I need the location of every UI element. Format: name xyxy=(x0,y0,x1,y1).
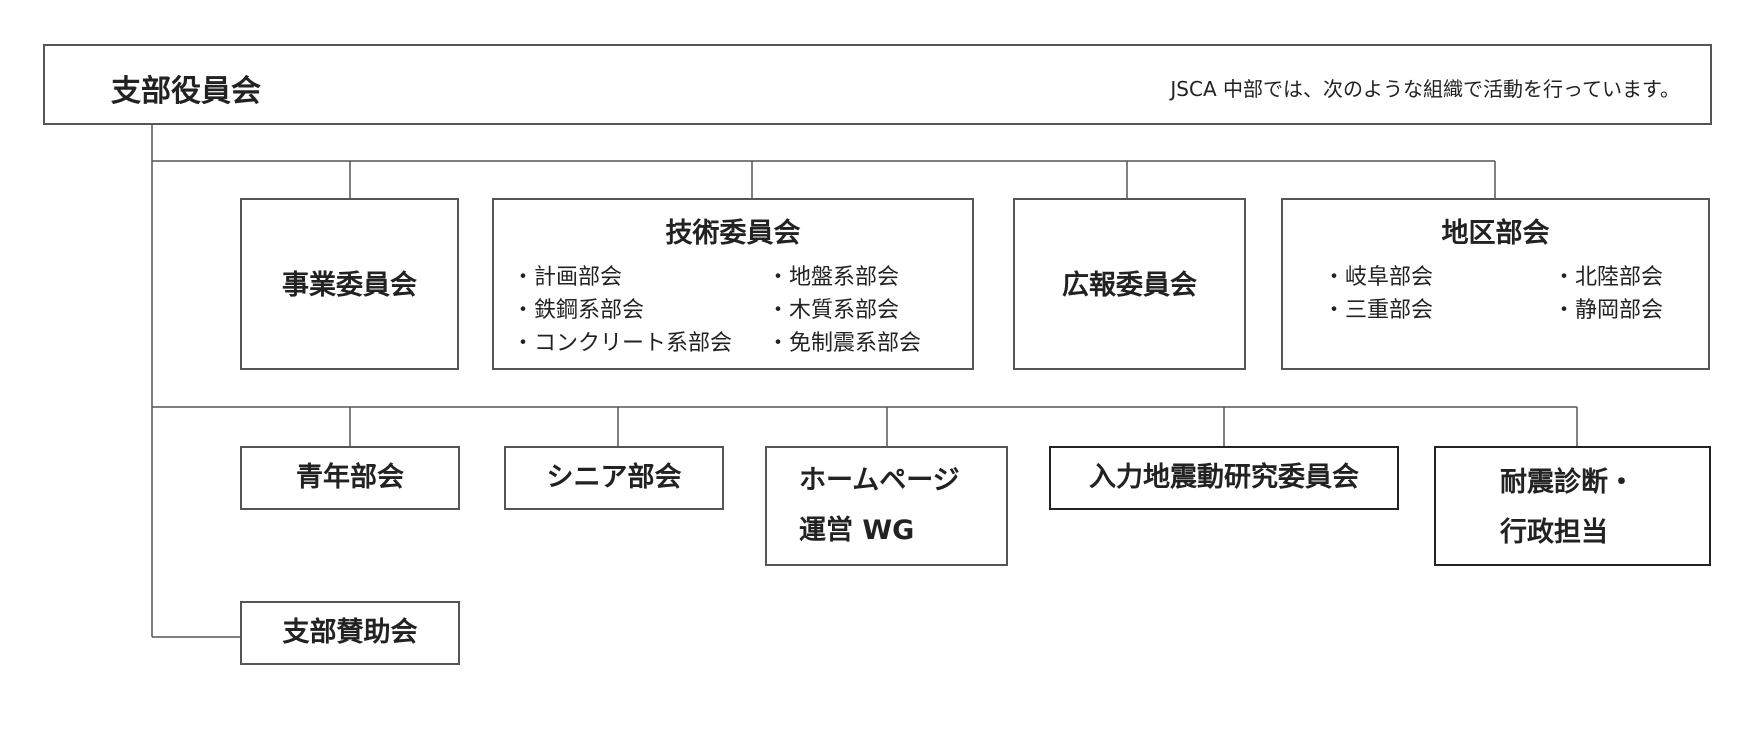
sub-item: ・コンクリート系部会 xyxy=(512,331,733,356)
sanjo-kai-title: 支部賛助会 xyxy=(282,617,418,648)
sub-item: ・静岡部会 xyxy=(1553,298,1664,323)
seinen-bukai-box: 青年部会 xyxy=(240,446,460,510)
koho-committee-title: 広報委員会 xyxy=(1062,270,1197,301)
nyuryoku-committee-title: 入力地震動研究委員会 xyxy=(1089,462,1359,493)
taishin-box: 耐震診断・ 行政担当 xyxy=(1434,446,1711,566)
gijutsu-sub-right: ・地盤系部会 ・木質系部会 ・免制震系部会 xyxy=(767,261,921,360)
jigyo-committee-title: 事業委員会 xyxy=(282,270,417,301)
title-line: 耐震診断・ xyxy=(1500,467,1635,498)
gijutsu-sub-left: ・計画部会 ・鉄鋼系部会 ・コンクリート系部会 xyxy=(512,261,732,360)
sanjo-kai-box: 支部賛助会 xyxy=(240,601,460,665)
chiku-bukai-title: 地区部会 xyxy=(1441,218,1550,249)
sub-item: ・木質系部会 xyxy=(767,298,900,323)
chiku-bukai-box: 地区部会 ・岐阜部会 ・三重部会 ・北陸部会 ・静岡部会 xyxy=(1281,198,1710,370)
board-box: 支部役員会 JSCA 中部では、次のような組織で活動を行っています。 xyxy=(43,44,1712,125)
jigyo-committee-box: 事業委員会 xyxy=(240,198,459,370)
seinen-bukai-title: 青年部会 xyxy=(296,462,404,493)
sub-item: ・鉄鋼系部会 xyxy=(512,298,645,323)
taishin-title: 耐震診断・ 行政担当 xyxy=(1500,458,1709,558)
nyuryoku-committee-box: 入力地震動研究委員会 xyxy=(1049,446,1399,510)
intro-note: JSCA 中部では、次のような組織で活動を行っています。 xyxy=(1170,77,1680,101)
senior-bukai-box: シニア部会 xyxy=(504,446,724,510)
senior-bukai-title: シニア部会 xyxy=(546,462,682,493)
board-title: 支部役員会 xyxy=(111,74,261,109)
sub-item: ・免制震系部会 xyxy=(767,331,922,356)
title-line: 運営 WG xyxy=(799,515,915,546)
homepage-wg-box: ホームページ 運営 WG xyxy=(765,446,1008,566)
sub-item: ・岐阜部会 xyxy=(1323,265,1434,290)
sub-item: ・北陸部会 xyxy=(1553,265,1664,290)
sub-item: ・計画部会 xyxy=(512,265,623,290)
sub-item: ・三重部会 xyxy=(1323,298,1434,323)
homepage-wg-title: ホームページ 運営 WG xyxy=(799,456,1006,556)
chiku-sub-right: ・北陸部会 ・静岡部会 xyxy=(1553,261,1663,327)
title-line: 行政担当 xyxy=(1500,517,1608,548)
gijutsu-committee-box: 技術委員会 ・計画部会 ・鉄鋼系部会 ・コンクリート系部会 ・地盤系部会 ・木質… xyxy=(492,198,974,370)
sub-item: ・地盤系部会 xyxy=(767,265,900,290)
koho-committee-box: 広報委員会 xyxy=(1013,198,1246,370)
gijutsu-committee-title: 技術委員会 xyxy=(665,218,801,249)
title-line: ホームページ xyxy=(799,465,960,496)
chiku-sub-left: ・岐阜部会 ・三重部会 xyxy=(1323,261,1433,327)
